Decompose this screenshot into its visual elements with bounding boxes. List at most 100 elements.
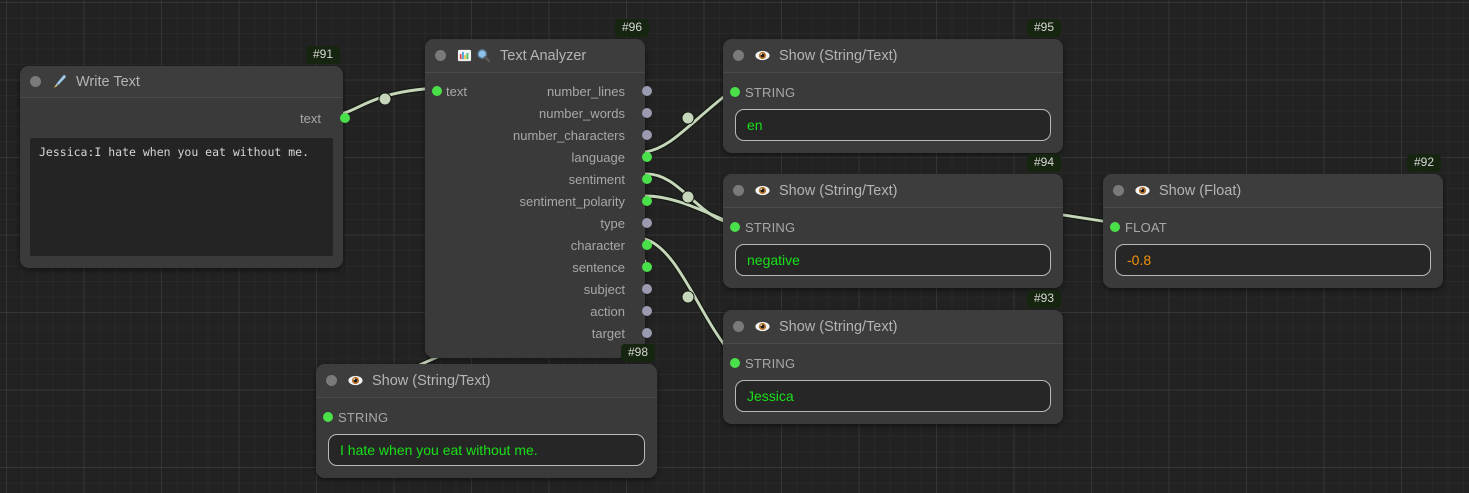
- output-port-dot-number_characters[interactable]: [642, 130, 652, 140]
- node-body-show-character: STRING Jessica: [723, 344, 1063, 424]
- node-show-polarity[interactable]: Show (Float) FLOAT -0.8: [1103, 174, 1443, 288]
- value-display-polarity[interactable]: -0.8: [1115, 244, 1431, 276]
- output-port-label-language: language: [571, 149, 626, 165]
- output-port-language[interactable]: language: [425, 146, 652, 168]
- node-show-language[interactable]: Show (String/Text) STRING en: [723, 39, 1063, 153]
- value-display-sentiment[interactable]: negative: [735, 244, 1051, 276]
- input-port-label-string: STRING: [745, 219, 796, 235]
- input-port-dot-string[interactable]: [730, 87, 740, 97]
- node-title-write-text: Write Text: [76, 73, 140, 90]
- node-id-badge-96: #96: [615, 19, 650, 38]
- collapse-toggle-icon[interactable]: [733, 50, 744, 61]
- collapse-toggle-icon[interactable]: [30, 76, 41, 87]
- output-port-label-number_characters: number_characters: [513, 127, 625, 143]
- input-port-dot-text[interactable]: [432, 86, 442, 96]
- output-port-dot-number_lines[interactable]: [642, 86, 652, 96]
- output-port-label-action: action: [590, 303, 625, 319]
- node-id-badge-91: #91: [306, 46, 341, 65]
- output-port-dot-character[interactable]: [642, 240, 652, 250]
- node-show-sentiment[interactable]: Show (String/Text) STRING negative: [723, 174, 1063, 288]
- output-port-sentiment[interactable]: sentiment: [425, 168, 652, 190]
- node-body-show-sentence: STRING I hate when you eat without me.: [316, 398, 657, 478]
- value-display-character[interactable]: Jessica: [735, 380, 1051, 412]
- output-port-number_characters[interactable]: number_characters: [425, 124, 652, 146]
- collapse-toggle-icon[interactable]: [1113, 185, 1124, 196]
- node-header-show-sentiment[interactable]: Show (String/Text): [723, 174, 1063, 208]
- input-port-string[interactable]: STRING: [723, 216, 1063, 238]
- output-port-dot-sentence[interactable]: [642, 262, 652, 272]
- node-header-write-text[interactable]: Write Text: [20, 66, 343, 98]
- node-id-badge-92: #92: [1407, 154, 1442, 173]
- output-port-dot-action[interactable]: [642, 306, 652, 316]
- output-port-dot-target[interactable]: [642, 328, 652, 338]
- magnifier-icon: [476, 48, 491, 63]
- collapse-toggle-icon[interactable]: [435, 50, 446, 61]
- eye-icon: [755, 50, 770, 61]
- output-port-dot-text[interactable]: [340, 113, 350, 123]
- node-body-show-language: STRING en: [723, 73, 1063, 153]
- value-display-language[interactable]: en: [735, 109, 1051, 141]
- node-header-show-character[interactable]: Show (String/Text): [723, 310, 1063, 344]
- input-port-dot-string[interactable]: [730, 222, 740, 232]
- collapse-toggle-icon[interactable]: [733, 321, 744, 332]
- input-port-text[interactable]: text: [425, 80, 645, 102]
- output-port-dot-language[interactable]: [642, 152, 652, 162]
- input-port-label-text: text: [446, 83, 467, 99]
- wire-midpoint-dot: [681, 190, 695, 204]
- output-port-list: number_lines number_words number_character…: [425, 80, 652, 344]
- node-text-analyzer[interactable]: Text Analyzer text number_lines number_wo…: [425, 39, 652, 358]
- input-port-dot-float[interactable]: [1110, 222, 1120, 232]
- input-port-dot-string[interactable]: [323, 412, 333, 422]
- node-body-show-polarity: FLOAT -0.8: [1103, 208, 1443, 288]
- output-port-label-number_words: number_words: [539, 105, 625, 121]
- node-body-text-analyzer: text number_lines number_words number_char…: [425, 73, 652, 358]
- output-port-subject[interactable]: subject: [425, 278, 652, 300]
- eye-icon: [755, 321, 770, 332]
- output-port-target[interactable]: target: [425, 322, 652, 344]
- node-header-show-language[interactable]: Show (String/Text): [723, 39, 1063, 73]
- output-port-dot-number_words[interactable]: [642, 108, 652, 118]
- eye-icon: [755, 185, 770, 196]
- output-port-label-sentiment_polarity: sentiment_polarity: [519, 193, 626, 209]
- node-title-text-analyzer: Text Analyzer: [500, 47, 587, 64]
- value-display-sentence[interactable]: I hate when you eat without me.: [328, 434, 645, 466]
- value-text: negative: [747, 252, 800, 268]
- output-port-number_lines[interactable]: number_lines: [425, 80, 652, 102]
- input-port-string[interactable]: STRING: [723, 352, 1063, 374]
- text-input-textarea[interactable]: Jessica:I hate when you eat without me.: [30, 138, 333, 256]
- node-show-sentence[interactable]: Show (String/Text) STRING I hate when yo…: [316, 364, 657, 478]
- bar-chart-icon: [457, 48, 472, 63]
- node-header-text-analyzer[interactable]: Text Analyzer: [425, 39, 645, 73]
- output-port-text[interactable]: text: [20, 106, 350, 130]
- output-port-number_words[interactable]: number_words: [425, 102, 652, 124]
- node-body-write-text: text Jessica:I hate when you eat without…: [20, 98, 350, 268]
- eye-icon: [348, 375, 363, 386]
- node-write-text[interactable]: Write Text text Jessica:I hate when you …: [20, 66, 350, 268]
- input-port-dot-string[interactable]: [730, 358, 740, 368]
- node-header-show-sentence[interactable]: Show (String/Text): [316, 364, 657, 398]
- node-title-show-language: Show (String/Text): [779, 47, 898, 64]
- input-port-string[interactable]: STRING: [723, 81, 1063, 103]
- input-port-string[interactable]: STRING: [316, 406, 657, 428]
- output-port-action[interactable]: action: [425, 300, 652, 322]
- input-port-float[interactable]: FLOAT: [1103, 216, 1443, 238]
- output-port-sentiment_polarity[interactable]: sentiment_polarity: [425, 190, 652, 212]
- output-port-dot-type[interactable]: [642, 218, 652, 228]
- output-port-dot-sentiment[interactable]: [642, 174, 652, 184]
- output-port-sentence[interactable]: sentence: [425, 256, 652, 278]
- collapse-toggle-icon[interactable]: [326, 375, 337, 386]
- output-port-dot-subject[interactable]: [642, 284, 652, 294]
- node-title-show-character: Show (String/Text): [779, 318, 898, 335]
- output-port-dot-sentiment_polarity[interactable]: [642, 196, 652, 206]
- node-title-show-polarity: Show (Float): [1159, 182, 1242, 199]
- wire-midpoint-dot: [378, 92, 392, 106]
- input-port-label-string: STRING: [338, 409, 389, 425]
- node-header-show-polarity[interactable]: Show (Float): [1103, 174, 1443, 208]
- output-port-type[interactable]: type: [425, 212, 652, 234]
- collapse-toggle-icon[interactable]: [733, 185, 744, 196]
- output-port-character[interactable]: character: [425, 234, 652, 256]
- output-port-label-sentiment: sentiment: [568, 171, 625, 187]
- input-port-label-string: STRING: [745, 355, 796, 371]
- node-show-character[interactable]: Show (String/Text) STRING Jessica: [723, 310, 1063, 424]
